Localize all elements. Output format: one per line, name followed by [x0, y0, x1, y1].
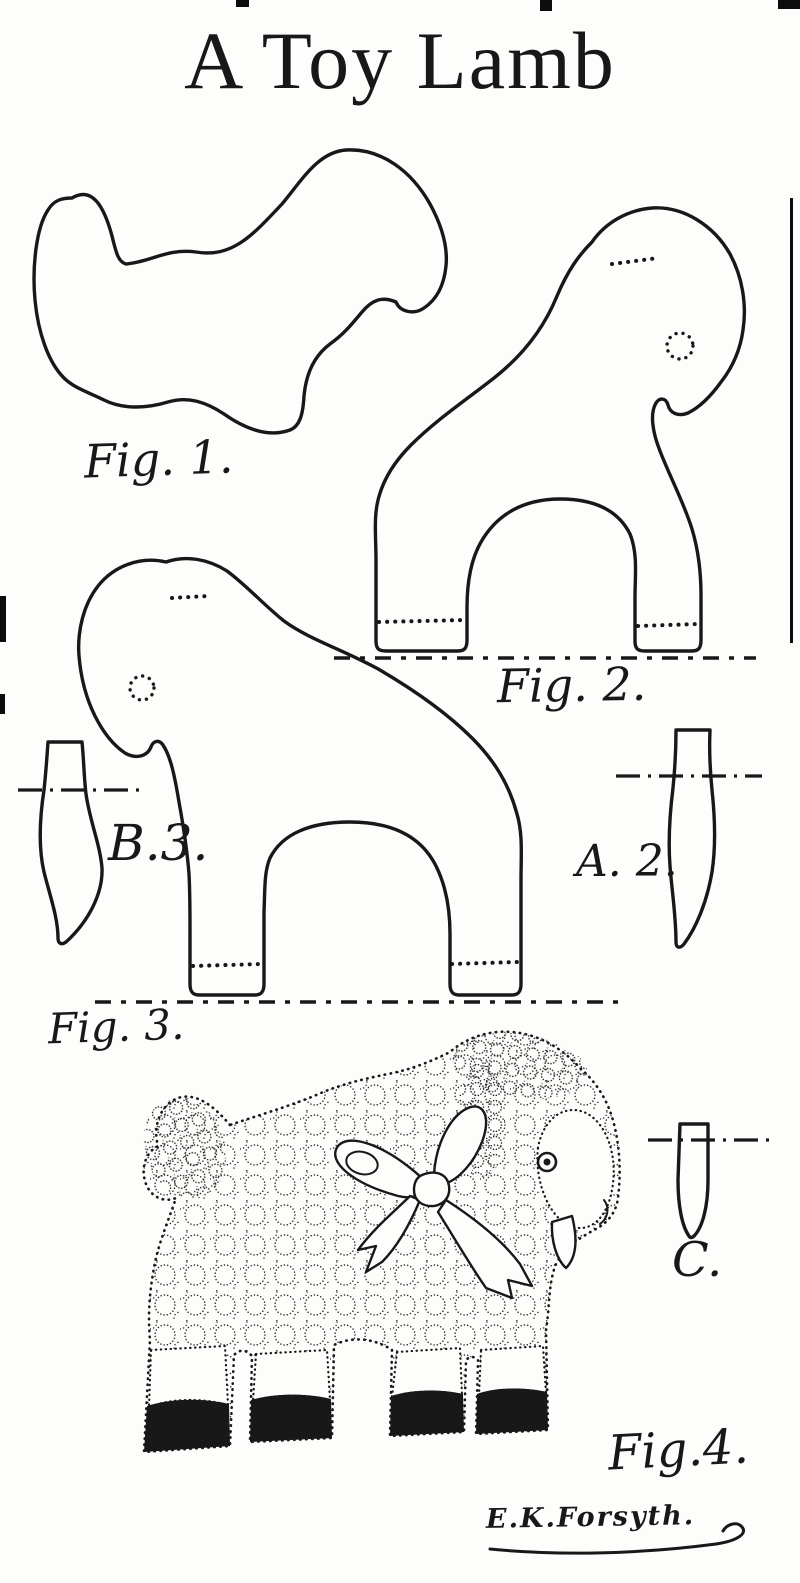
fig4-face	[536, 1108, 615, 1230]
piece-c-label: C.	[672, 1232, 723, 1288]
fig2-hindleg-stitch-line	[377, 618, 466, 624]
bow-ribbon-left	[356, 1194, 422, 1274]
bow-loop-top	[432, 1105, 488, 1186]
hoof-3	[390, 1390, 464, 1436]
fig2-frontleg-stitch-line	[636, 622, 700, 628]
fig4-shin-1	[147, 1344, 230, 1409]
ear-piece-c	[648, 1122, 772, 1240]
artist-signature: E.K.Forsyth.	[485, 1500, 696, 1535]
fig4-tongue	[550, 1214, 577, 1270]
fig3-frontleg-stitch-line	[191, 962, 264, 968]
fig3-eye-mark	[128, 674, 156, 702]
hoof-2	[250, 1394, 332, 1442]
piece-a-label: A. 2.	[576, 836, 678, 887]
fig4-bow	[334, 1105, 534, 1300]
bow-ribbon-right	[436, 1198, 534, 1300]
fig1-body-piece	[32, 148, 449, 435]
bow-loop-swirl	[345, 1150, 379, 1176]
hoof-1	[144, 1399, 230, 1452]
hoof-4	[476, 1388, 548, 1434]
fig2-eye-mark	[665, 331, 695, 361]
fig3-brow-marks	[170, 594, 210, 600]
fig3-lamb-piece	[76, 556, 618, 1004]
fig4-eye-ring	[536, 1151, 558, 1173]
fig4-shin-4	[477, 1344, 548, 1397]
fig4-tail-fluff	[143, 1097, 227, 1199]
fig2-label: Fig. 2.	[496, 656, 647, 714]
leg-piece-b	[18, 740, 140, 946]
scan-artifact	[778, 0, 800, 9]
fig3-hindleg-stitch-line	[450, 960, 520, 966]
fig4-label: Fig.4.	[606, 1418, 750, 1482]
scan-artifact	[540, 0, 552, 11]
page-title: A Toy Lamb	[184, 15, 616, 106]
signature-flourish	[488, 1522, 745, 1555]
fig4-shin-3	[390, 1346, 464, 1399]
fig4-mouth-line	[599, 1199, 609, 1225]
fig4-eye-pupil	[543, 1158, 551, 1166]
fig3-label: Fig. 3.	[47, 999, 186, 1054]
leg-piece-a	[616, 728, 762, 949]
piece-b-label: B.3.	[108, 814, 209, 872]
fig2-brow-marks	[610, 256, 660, 266]
fig4-hooves	[144, 1388, 548, 1452]
scan-artifact	[0, 596, 6, 642]
bow-knot	[412, 1171, 451, 1208]
scan-artifact	[790, 198, 793, 643]
fig2-lamb-piece	[334, 206, 756, 660]
fig1-label: Fig. 1.	[83, 429, 235, 489]
fig4-shin-2	[251, 1348, 332, 1403]
fig4-lamb-illustration	[142, 1030, 621, 1454]
scan-artifact	[0, 694, 5, 714]
scan-artifact	[236, 0, 249, 7]
